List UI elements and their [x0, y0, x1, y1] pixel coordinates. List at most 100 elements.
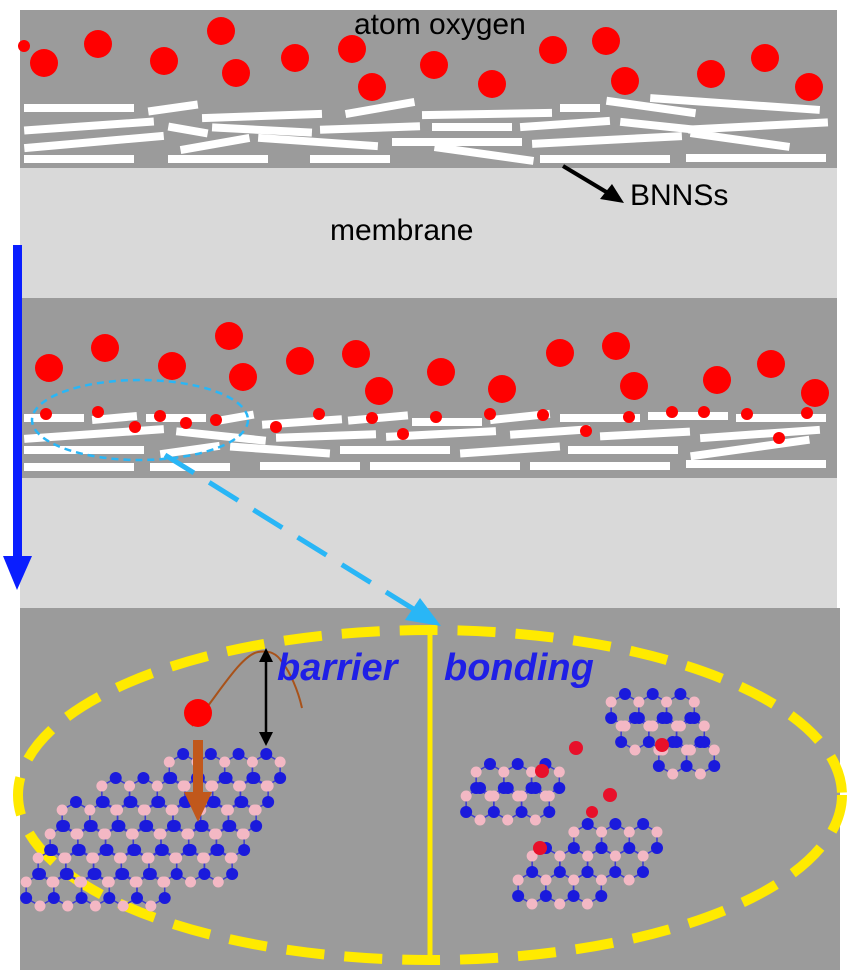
adsorbed-oxygen-atom: [741, 408, 753, 420]
approaching-oxygen-atom: [184, 699, 212, 727]
nitrogen-atom: [130, 892, 143, 904]
boron-atom: [516, 790, 528, 802]
adsorbed-oxygen-atom: [430, 411, 442, 423]
nitrogen-atom: [460, 806, 473, 818]
oxygen-atom: [286, 347, 314, 375]
boron-atom: [460, 790, 472, 802]
boron-atom: [554, 898, 566, 910]
atoms: [512, 818, 663, 910]
barrier-height-arrow: [259, 648, 273, 746]
middle-panel: [20, 298, 837, 478]
boron-atom: [179, 780, 191, 792]
adsorbed-oxygen-atom: [210, 414, 222, 426]
nitrogen-atom: [652, 760, 665, 772]
bonded-oxygen-atom: [535, 764, 549, 778]
boron-atom: [246, 756, 258, 768]
boron-atom: [554, 850, 566, 862]
nitrogen-atom: [70, 796, 82, 808]
nanosheet: [385, 427, 497, 441]
nanosheet: [150, 463, 230, 471]
middle-bnns-layer: [23, 409, 826, 471]
nanosheet: [648, 412, 728, 420]
nanosheet: [531, 132, 683, 148]
boron-atom: [671, 720, 683, 732]
boron-atom: [694, 768, 706, 780]
nitrogen-atom: [129, 844, 142, 856]
boron-atom: [163, 756, 175, 768]
nitrogen-atom: [484, 758, 496, 770]
oxygen-atom: [546, 339, 574, 367]
nanosheet: [275, 430, 377, 442]
boron-atom: [238, 828, 250, 840]
boron-atom: [595, 874, 607, 886]
boron-atom: [56, 804, 68, 816]
zoom-source-ellipse: [30, 378, 250, 462]
nitrogen-atom: [137, 772, 150, 784]
boron-atom: [629, 744, 641, 756]
boron-atom: [131, 876, 143, 888]
boron-atom: [470, 766, 482, 778]
boron-atom: [643, 720, 655, 732]
nitrogen-atom: [512, 890, 525, 902]
bonded-oxygen-atom: [655, 738, 669, 752]
nitrogen-atom: [684, 712, 697, 724]
adsorbed-oxygen-atom: [623, 411, 635, 423]
bnnss-pointer: [561, 164, 624, 203]
boron-atom: [183, 828, 195, 840]
membrane-label: membrane: [330, 214, 473, 247]
oxygen-atom: [478, 70, 506, 98]
nanosheet: [168, 155, 268, 163]
nanosheet: [689, 129, 791, 151]
nanosheet: [24, 414, 84, 422]
boron-atom: [84, 804, 96, 816]
adsorbed-oxygen-atom: [698, 406, 710, 418]
boron-atom: [526, 766, 538, 778]
nitrogen-atom: [198, 868, 211, 880]
nanosheet: [159, 441, 221, 459]
boron-atom: [526, 850, 538, 862]
nanosheet: [344, 97, 416, 119]
bnnss-label: BNNSs: [630, 179, 728, 212]
boron-atom: [609, 850, 621, 862]
boron-atom: [20, 876, 32, 888]
nitrogen-atom: [708, 760, 721, 772]
nitrogen-atom: [567, 890, 580, 902]
bonding-label: bonding: [444, 647, 594, 689]
nitrogen-atom: [46, 844, 58, 856]
adsorbed-oxygen-atoms: [40, 406, 813, 444]
boron-atom: [708, 744, 720, 756]
nitrogen-atom: [113, 820, 126, 832]
nitrogen-atom: [674, 688, 687, 700]
nanosheet: [568, 446, 678, 454]
nitrogen-atom: [168, 820, 181, 832]
adsorbed-oxygen-atom: [180, 417, 192, 429]
oxygen-atom: [795, 73, 823, 101]
barrier-label: barrier: [277, 647, 400, 689]
nanosheet: [599, 427, 691, 441]
adsorbed-oxygen-atom: [313, 408, 325, 420]
nitrogen-atom: [260, 748, 273, 760]
boron-atom: [210, 828, 222, 840]
top-panel: atom oxygen: [18, 8, 837, 173]
nanosheet: [340, 446, 450, 454]
nanosheet: [310, 155, 390, 163]
boron-atom: [250, 804, 262, 816]
nanosheet: [23, 117, 155, 135]
nitrogen-atom: [248, 772, 261, 784]
nitrogen-atom: [637, 818, 650, 830]
nitrogen-atom: [238, 844, 251, 856]
nitrogen-atom: [158, 892, 171, 904]
boron-atom: [167, 804, 179, 816]
boron-atom: [623, 826, 635, 838]
nanosheet: [686, 154, 826, 162]
boron-atom: [226, 852, 238, 864]
nitrogen-atom: [75, 892, 88, 904]
nanosheet: [319, 122, 421, 134]
bonded-oxygen-atom: [586, 806, 598, 818]
adsorbed-oxygen-atom: [801, 407, 813, 419]
boron-atom: [688, 696, 700, 708]
nanosheet: [257, 133, 379, 151]
boron-atom: [89, 900, 101, 912]
nitrogen-atom: [125, 796, 138, 808]
